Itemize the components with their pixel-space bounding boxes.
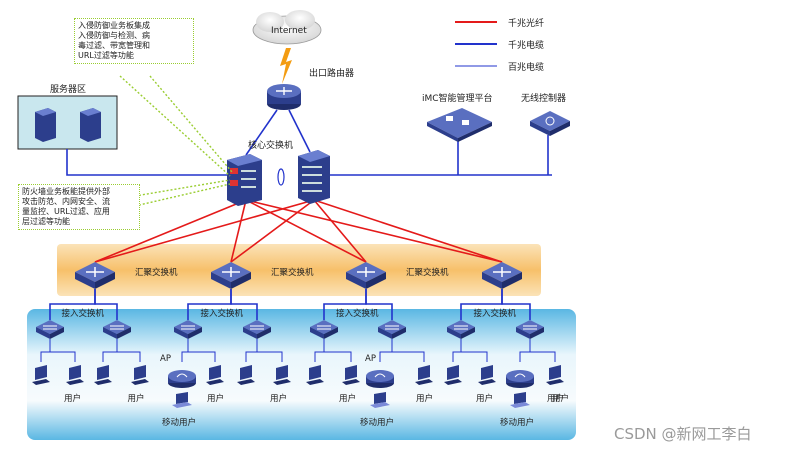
- cable-links: [49, 109, 552, 320]
- aggregation-switch-2-icon: [211, 262, 251, 289]
- access-switch-5-icon: [310, 320, 338, 339]
- user-label: 用户: [339, 393, 356, 404]
- access-point-icon: [366, 370, 394, 388]
- egress-router-icon: [267, 84, 301, 110]
- firewall-board-note: 防火墙业务板能提供外部 攻击防范、内网安全、流 量监控、URL过滤、应用 层过滤…: [18, 184, 140, 230]
- user-label: 用户: [552, 393, 569, 404]
- user-label: 用户: [476, 393, 493, 404]
- aggregation-switch-label: 汇聚交换机: [271, 267, 314, 278]
- core-switch-2-icon: [298, 150, 330, 204]
- fast-cable-links: [40, 339, 556, 362]
- fiber-link: [245, 199, 503, 263]
- user-label: 用户: [207, 393, 224, 404]
- core-switch-1-icon: [227, 154, 262, 206]
- core-link-aggregation-icon: [277, 168, 285, 186]
- user-pc-icon: [94, 365, 112, 385]
- fiber-link: [313, 199, 367, 263]
- mobile-user-label: 移动用户: [500, 417, 534, 428]
- ap-label: AP: [365, 354, 376, 364]
- access-switch-8-icon: [516, 320, 544, 339]
- internet-link-bolt: [280, 48, 292, 84]
- server-2-icon: [80, 108, 101, 142]
- access-switch-label: 接入交换机: [474, 308, 517, 319]
- access-layer-band: [27, 309, 576, 440]
- access-switch-label: 接入交换机: [336, 308, 379, 319]
- legend-fast-cable-label: 百兆电缆: [508, 63, 545, 73]
- user-pc-icon: [342, 365, 360, 385]
- ap-label: AP: [160, 354, 171, 364]
- access-switch-4-icon: [243, 320, 271, 339]
- user-pc-icon: [444, 365, 462, 385]
- access-switch-label: 接入交换机: [201, 308, 244, 319]
- egress-router-label: 出口路由器: [309, 67, 354, 79]
- access-point-icon: [506, 370, 534, 388]
- user-pc-icon: [273, 365, 291, 385]
- legend-fiber-label: 千兆光纤: [508, 19, 545, 29]
- aggregation-switch-3-icon: [346, 262, 386, 289]
- access-switch-7-icon: [447, 320, 475, 339]
- user-pc-icon: [546, 365, 564, 385]
- access-switch-1-icon: [36, 320, 64, 339]
- core-switch-label: 核心交换机: [248, 139, 293, 151]
- fiber-link: [245, 199, 367, 263]
- fiber-link: [94, 199, 315, 263]
- mobile-user-laptop-icon: [172, 392, 192, 408]
- server-area-box: [17, 95, 118, 150]
- ips-board-note: 入侵防御业务板集成 入侵防御与检测、病 毒过滤、带宽管理和 URL过滤等功能: [74, 18, 194, 64]
- fiber-link: [230, 199, 315, 263]
- user-pc-icon: [306, 365, 324, 385]
- mobile-user-label: 移动用户: [360, 417, 394, 428]
- internet-cloud-icon: [252, 10, 322, 45]
- user-label: 用户: [416, 393, 433, 404]
- aggregation-switch-1-icon: [75, 262, 115, 289]
- access-point-icon: [168, 370, 196, 388]
- mobile-user-laptop-icon: [370, 392, 390, 408]
- access-switch-6-icon: [378, 320, 406, 339]
- access-switch-label: 接入交换机: [62, 308, 105, 319]
- aggregation-switch-label: 汇聚交换机: [135, 267, 178, 278]
- user-label: 用户: [547, 393, 564, 404]
- aggregation-switch-label: 汇聚交换机: [406, 267, 449, 278]
- user-label: 用户: [270, 393, 287, 404]
- fiber-link: [230, 199, 247, 263]
- user-label: 用户: [64, 393, 81, 404]
- imc-platform-icon: [427, 108, 492, 142]
- server-area-label: 服务器区: [50, 83, 86, 95]
- aggregation-layer-band: [57, 244, 541, 296]
- user-pc-icon: [237, 365, 255, 385]
- access-switch-3-icon: [174, 320, 202, 339]
- user-pc-icon: [66, 365, 84, 385]
- user-label: 用户: [128, 393, 145, 404]
- access-switch-2-icon: [103, 320, 131, 339]
- wireless-controller-icon: [530, 111, 570, 136]
- fiber-link: [94, 199, 247, 263]
- callout-lines: [119, 75, 233, 207]
- user-pc-icon: [32, 365, 50, 385]
- mobile-user-laptop-icon: [510, 392, 530, 408]
- internet-label: Internet: [271, 26, 307, 36]
- aggregation-switch-4-icon: [482, 262, 522, 289]
- user-pc-icon: [415, 365, 433, 385]
- user-pc-icon: [478, 365, 496, 385]
- mobile-user-label: 移动用户: [162, 417, 196, 428]
- fiber-links: [94, 199, 503, 263]
- fiber-link: [313, 199, 503, 263]
- legend-gig-cable-label: 千兆电缆: [508, 41, 545, 51]
- imc-label: iMC智能管理平台: [422, 92, 493, 104]
- watermark: CSDN @新网工李白: [614, 425, 752, 443]
- user-pc-icon: [131, 365, 149, 385]
- server-1-icon: [35, 108, 56, 142]
- user-pc-icon: [206, 365, 224, 385]
- wireless-controller-label: 无线控制器: [521, 92, 566, 104]
